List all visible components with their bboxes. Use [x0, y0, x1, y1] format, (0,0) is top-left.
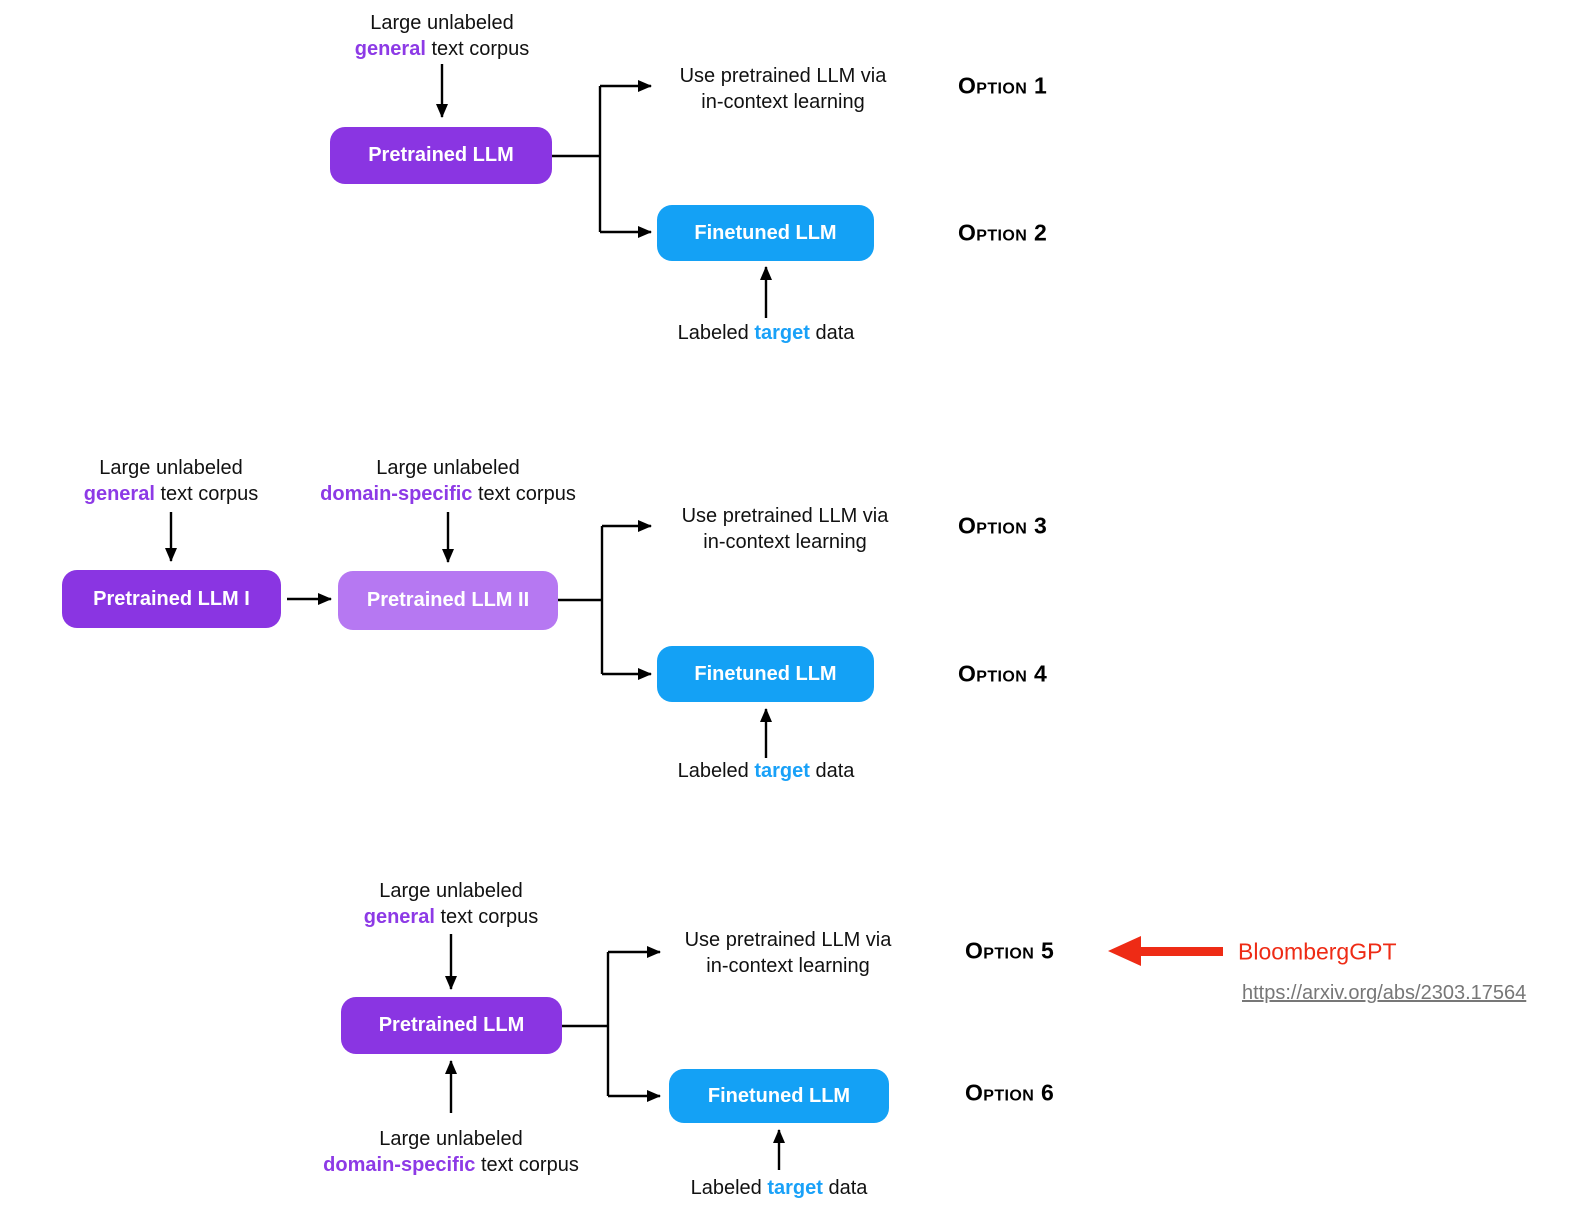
option-1-label: Option 1 [958, 72, 1048, 99]
labeled-suffix: data [822, 1177, 868, 1199]
finetuned-llm-box-label: Finetuned LLM [707, 1084, 851, 1107]
corpus-highlight-domain-specific: domain-specific [320, 483, 473, 505]
labeled-target-label-3: Labeled target data [691, 1175, 868, 1201]
flow3-connectors [445, 934, 785, 1170]
icl-line2: in-context learning [703, 531, 867, 553]
labeled-highlight-target: target [754, 760, 810, 782]
corpus-line1: Large unlabeled [379, 880, 523, 902]
corpus-suffix: text corpus [425, 38, 530, 60]
icl-line2: in-context learning [701, 91, 865, 113]
labeled-prefix: Labeled [690, 1177, 768, 1199]
icl-line2: in-context learning [706, 955, 870, 977]
pretrained-llm-i-box: Pretrained LLM I [62, 570, 281, 628]
icl-label-2: Use pretrained LLM via in-context learni… [682, 503, 889, 555]
labeled-prefix: Labeled [677, 322, 755, 344]
corpus-domain-label-2: Large unlabeled domain-specific text cor… [320, 455, 576, 507]
corpus-line1: Large unlabeled [99, 457, 243, 479]
corpus-highlight-general: general [354, 38, 426, 60]
finetuned-llm-box-3: Finetuned LLM [669, 1069, 889, 1123]
arxiv-link[interactable]: https://arxiv.org/abs/2303.17564 [1242, 982, 1527, 1004]
labeled-target-label-1: Labeled target data [678, 320, 855, 346]
corpus-domain-label-3: Large unlabeled domain-specific text cor… [323, 1126, 579, 1178]
labeled-suffix: data [809, 322, 855, 344]
finetuned-llm-box-1: Finetuned LLM [657, 205, 874, 261]
pretrained-llm-box-1: Pretrained LLM [330, 127, 552, 184]
corpus-suffix: text corpus [434, 906, 539, 928]
icl-line1: Use pretrained LLM via [684, 929, 892, 951]
corpus-suffix: text corpus [472, 483, 576, 505]
corpus-suffix: text corpus [154, 483, 259, 505]
option-3-label: Option 3 [958, 512, 1048, 539]
finetuned-llm-box-2: Finetuned LLM [657, 646, 874, 702]
corpus-suffix: text corpus [475, 1154, 579, 1176]
corpus-line1: Large unlabeled [370, 12, 514, 34]
labeled-prefix: Labeled [677, 760, 755, 782]
labeled-target-label-2: Labeled target data [678, 758, 855, 784]
finetuned-llm-box-label: Finetuned LLM [694, 221, 837, 244]
labeled-suffix: data [809, 760, 855, 782]
option-5-label: Option 5 [965, 937, 1055, 964]
option-6-label: Option 6 [965, 1079, 1055, 1106]
option-2-label: Option 2 [958, 219, 1048, 246]
corpus-line1: Large unlabeled [376, 457, 520, 479]
pretrained-llm-box-3: Pretrained LLM [341, 997, 562, 1054]
icl-line1: Use pretrained LLM via [681, 505, 889, 527]
corpus-highlight-domain-specific: domain-specific [323, 1154, 476, 1176]
pretrained-llm-box-label: Pretrained LLM [378, 1014, 525, 1036]
corpus-line1: Large unlabeled [379, 1128, 523, 1150]
pretrained-llm-box-label: Pretrained LLM [368, 144, 514, 166]
pretrained-llm-ii-box: Pretrained LLM II [338, 571, 558, 630]
flow1-connectors [436, 64, 772, 318]
corpus-general-label-1: Large unlabeled general text corpus [355, 10, 530, 62]
red-arrow-icon [1108, 936, 1223, 966]
flow2-connectors [165, 512, 772, 758]
finetuned-llm-box-label: Finetuned LLM [694, 662, 837, 685]
pretrained-llm-i-box-label: Pretrained LLM I [93, 587, 250, 610]
corpus-highlight-general: general [83, 483, 155, 505]
corpus-highlight-general: general [363, 906, 435, 928]
labeled-highlight-target: target [767, 1177, 823, 1199]
corpus-general-label-3: Large unlabeled general text corpus [364, 878, 539, 930]
labeled-highlight-target: target [754, 322, 810, 344]
option-4-label: Option 4 [958, 660, 1048, 687]
pretrained-llm-ii-box-label: Pretrained LLM II [366, 589, 530, 611]
corpus-general-label-2: Large unlabeled general text corpus [84, 455, 259, 507]
icl-line1: Use pretrained LLM via [679, 65, 887, 87]
bloomberggpt-label: BloombergGPT [1238, 938, 1397, 965]
icl-label-3: Use pretrained LLM via in-context learni… [685, 927, 892, 979]
icl-label-1: Use pretrained LLM via in-context learni… [680, 63, 887, 115]
